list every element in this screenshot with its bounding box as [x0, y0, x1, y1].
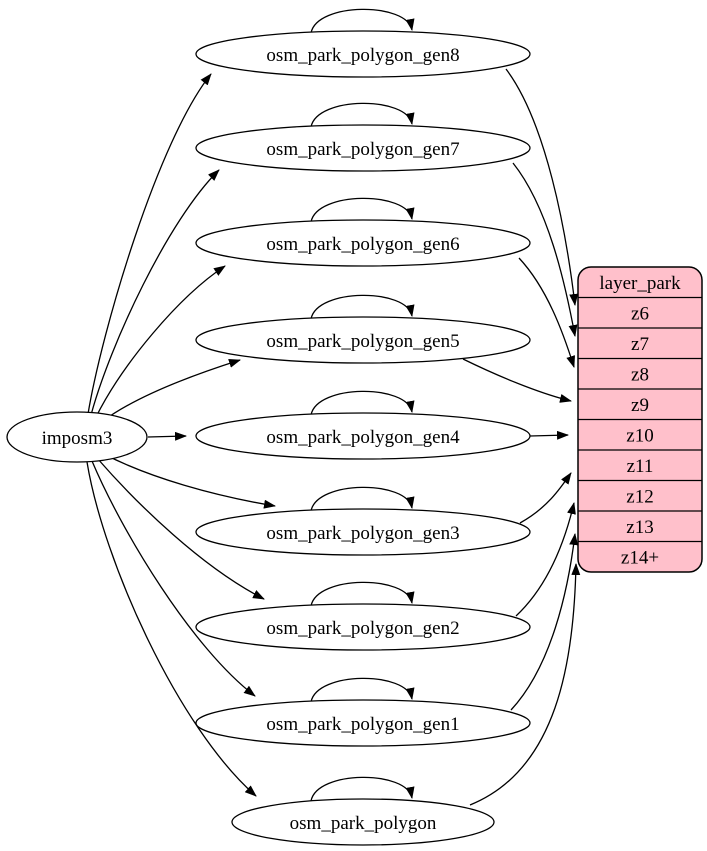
layer-park-row-z11: z11 — [627, 456, 654, 477]
layer-park-row-z10: z10 — [626, 426, 653, 447]
imposm3-label: imposm3 — [42, 428, 113, 449]
node-layer-park: layer_park z6 z7 z8 z9 z10 z11 z12 z13 z… — [577, 266, 703, 573]
node-osm-park-polygon-gen7: osm_park_polygon_gen7 — [195, 124, 531, 172]
gen5-ellipse — [195, 316, 531, 364]
gen7-ellipse — [195, 124, 531, 172]
edge-imposm3-gen3 — [103, 453, 276, 509]
self-loop-gen3 — [310, 486, 415, 512]
gen8-label: osm_park_polygon_gen8 — [266, 45, 459, 66]
self-loop-gen6 — [310, 197, 415, 223]
gen5-label: osm_park_polygon_gen5 — [266, 331, 459, 352]
edge-imposm3-gen6 — [95, 265, 226, 418]
gen7-label: osm_park_polygon_gen7 — [266, 139, 459, 160]
gen1-ellipse — [195, 699, 531, 747]
gen3-ellipse — [195, 508, 531, 556]
self-loop-polygon — [310, 776, 415, 802]
imposm3-ellipse — [6, 411, 148, 463]
edge-imposm3-gen4 — [147, 431, 187, 441]
self-loop-edges — [310, 8, 415, 802]
node-osm-park-polygon-gen6: osm_park_polygon_gen6 — [195, 219, 531, 267]
self-loop-gen2 — [310, 581, 415, 607]
gen2-ellipse — [195, 603, 531, 651]
layer-park-row-z9: z9 — [631, 395, 649, 416]
polygon-ellipse — [231, 798, 495, 846]
node-imposm3: imposm3 — [6, 411, 148, 463]
edge-imposm3-gen2 — [96, 457, 265, 600]
edge-gen5-z9 — [462, 358, 572, 403]
layer-park-title: layer_park — [599, 273, 681, 294]
edges-from-source — [86, 73, 276, 797]
edge-gen3-z11 — [519, 472, 572, 524]
layer-park-row-z6: z6 — [631, 304, 649, 325]
edge-imposm3-polygon — [86, 461, 257, 797]
node-osm-park-polygon: osm_park_polygon — [231, 798, 495, 846]
node-osm-park-polygon-gen4: osm_park_polygon_gen4 — [195, 412, 531, 460]
polygon-label: osm_park_polygon — [290, 813, 437, 834]
self-loop-gen7 — [310, 102, 415, 128]
node-osm-park-polygon-gen3: osm_park_polygon_gen3 — [195, 508, 531, 556]
gen4-ellipse — [195, 412, 531, 460]
edge-gen8-z6 — [505, 68, 579, 306]
gen6-ellipse — [195, 219, 531, 267]
edge-gen6-z8 — [518, 257, 575, 368]
gen2-label: osm_park_polygon_gen2 — [266, 618, 459, 639]
self-loop-gen8 — [310, 8, 415, 34]
layer-park-row-z13: z13 — [626, 517, 653, 538]
layer-park-row-z12: z12 — [626, 487, 653, 508]
node-osm-park-polygon-gen2: osm_park_polygon_gen2 — [195, 603, 531, 651]
edge-gen2-z12 — [515, 502, 576, 617]
edge-imposm3-gen8 — [87, 73, 212, 415]
edges-to-layer — [462, 68, 581, 806]
node-osm-park-polygon-gen8: osm_park_polygon_gen8 — [195, 30, 531, 78]
edge-imposm3-gen1 — [91, 460, 256, 697]
node-osm-park-polygon-gen5: osm_park_polygon_gen5 — [195, 316, 531, 364]
layer-park-row-z7: z7 — [631, 334, 649, 355]
edge-gen4-z10 — [529, 430, 569, 440]
gen1-label: osm_park_polygon_gen1 — [266, 714, 459, 735]
layer-park-row-z14: z14+ — [621, 548, 659, 569]
self-loop-gen1 — [310, 677, 415, 703]
gen3-label: osm_park_polygon_gen3 — [266, 523, 459, 544]
gen8-ellipse — [195, 30, 531, 78]
edge-imposm3-gen5 — [102, 359, 241, 422]
self-loop-gen5 — [310, 294, 415, 320]
self-loop-gen4 — [310, 390, 415, 416]
gen4-label: osm_park_polygon_gen4 — [266, 427, 460, 448]
node-osm-park-polygon-gen1: osm_park_polygon_gen1 — [195, 699, 531, 747]
layer-park-row-z8: z8 — [631, 365, 649, 386]
edge-gen1-z13 — [510, 533, 579, 711]
edge-imposm3-gen7 — [90, 169, 220, 416]
edge-gen7-z7 — [512, 162, 578, 337]
gen6-label: osm_park_polygon_gen6 — [266, 234, 459, 255]
edge-polygon-z14 — [469, 563, 581, 806]
